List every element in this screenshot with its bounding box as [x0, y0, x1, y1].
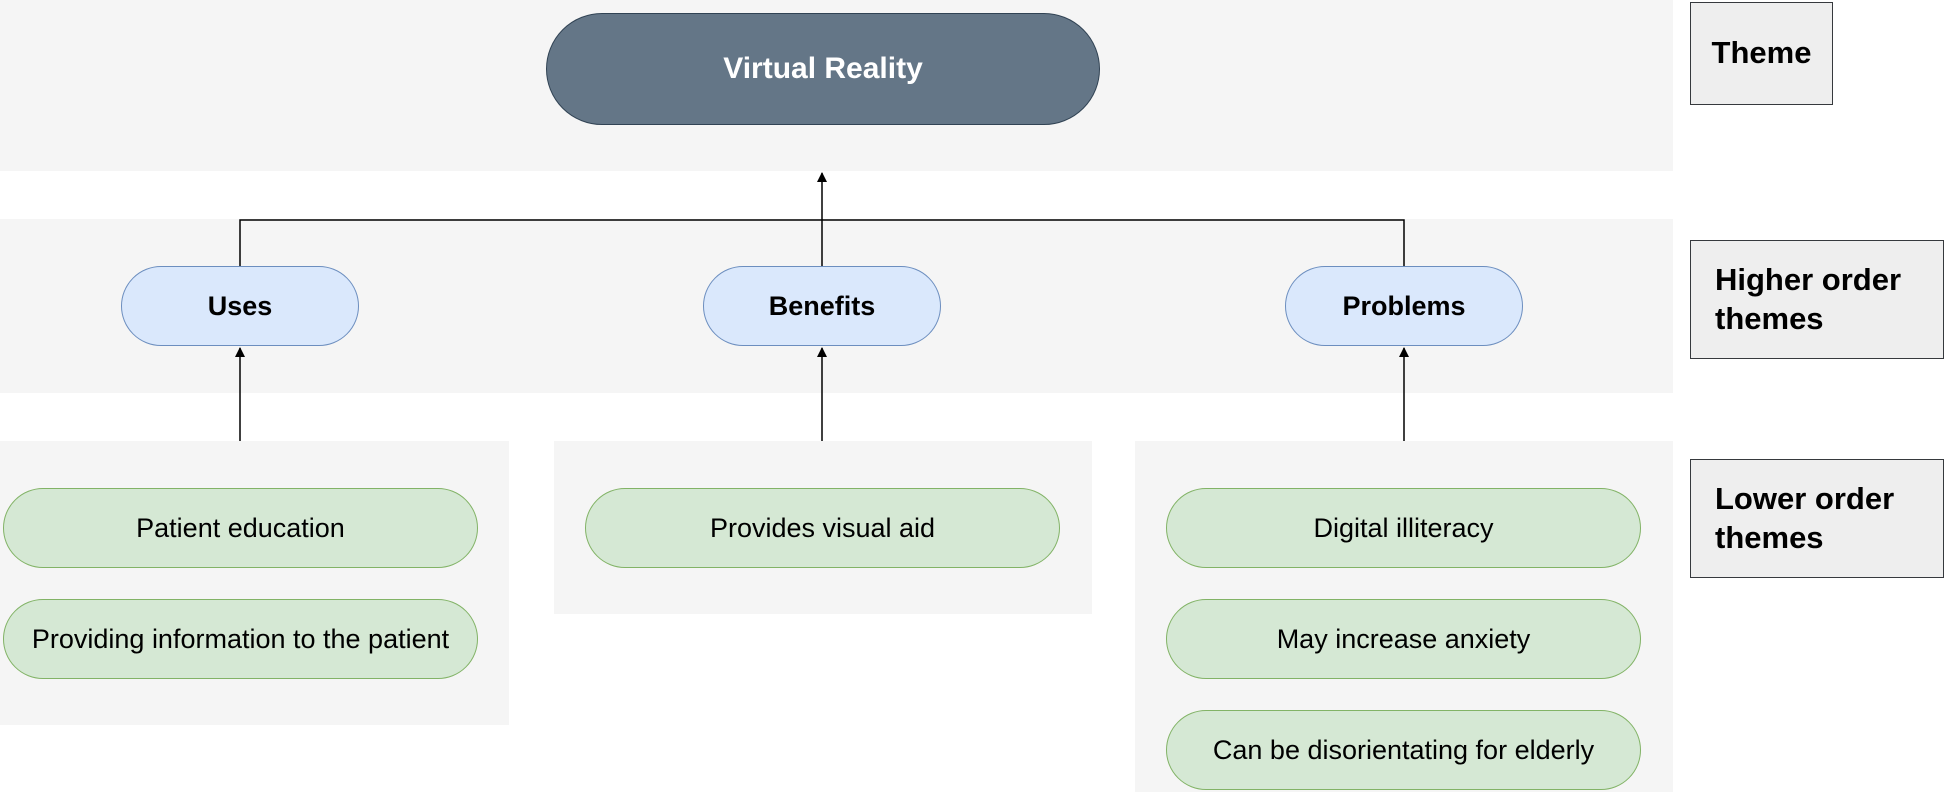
connector-uses-to-theme: [239, 219, 822, 266]
lower-theme-label: Providing information to the patient: [31, 623, 450, 654]
lower-theme-visual-aid: Provides visual aid: [585, 488, 1060, 568]
lower-theme-digital-illiteracy: Digital illiteracy: [1166, 488, 1641, 568]
higher-theme-uses: Uses: [121, 266, 359, 346]
lower-theme-label: Can be disorientating for elderly: [1212, 734, 1595, 765]
legend-lower-line-2: themes: [1715, 519, 1824, 555]
lower-theme-label: Provides visual aid: [709, 512, 936, 543]
legend-higher-order-themes: Higher order themes: [1690, 240, 1944, 359]
legend-higher-line-2: themes: [1715, 300, 1824, 336]
lower-theme-providing-information: Providing information to the patient: [3, 599, 478, 679]
legend-theme-label: Theme: [1711, 35, 1812, 71]
lower-theme-disorientating: Can be disorientating for elderly: [1166, 710, 1641, 790]
higher-theme-benefits-label: Benefits: [768, 290, 876, 321]
higher-theme-problems-label: Problems: [1342, 290, 1466, 321]
lower-theme-label: Patient education: [136, 512, 345, 543]
theme-node: Virtual Reality: [546, 13, 1100, 125]
theme-node-label: Virtual Reality: [723, 52, 923, 85]
higher-theme-uses-label: Uses: [207, 290, 273, 321]
connector-problems-to-theme: [822, 219, 1405, 266]
lower-theme-patient-education: Patient education: [3, 488, 478, 568]
legend-lower-line-1: Lower order: [1715, 480, 1895, 516]
legend-higher-line-1: Higher order: [1715, 261, 1902, 297]
lower-theme-anxiety: May increase anxiety: [1166, 599, 1641, 679]
lower-theme-label: Digital illiteracy: [1313, 512, 1494, 543]
higher-theme-benefits: Benefits: [703, 266, 941, 346]
lower-theme-label: May increase anxiety: [1276, 623, 1531, 654]
legend-lower-order-themes: Lower order themes: [1690, 459, 1944, 578]
legend-theme: Theme: [1690, 2, 1833, 105]
higher-theme-problems: Problems: [1285, 266, 1523, 346]
